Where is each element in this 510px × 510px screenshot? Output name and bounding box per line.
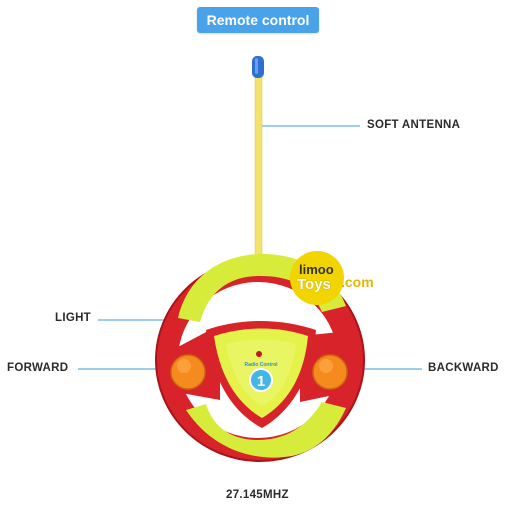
number-emblem bbox=[249, 368, 273, 392]
forward-label: FORWARD bbox=[7, 362, 69, 374]
center-number: 1 bbox=[257, 373, 265, 390]
forward-button bbox=[170, 354, 206, 390]
antenna-rod bbox=[254, 71, 263, 273]
brand-name-line1: limoo bbox=[299, 262, 334, 277]
brand-logo-circle bbox=[290, 251, 344, 305]
light-label: LIGHT bbox=[55, 312, 91, 324]
frequency-label: 27.145MHZ bbox=[226, 489, 289, 501]
title-badge: Remote control bbox=[197, 7, 319, 33]
center-panel-text: Radio Control bbox=[244, 362, 278, 368]
light-indicator bbox=[256, 351, 262, 357]
backward-label: BACKWARD bbox=[428, 362, 499, 374]
backward-button bbox=[312, 354, 348, 390]
brand-name-line2: Toys bbox=[297, 276, 331, 293]
antenna-label: SOFT ANTENNA bbox=[367, 119, 461, 131]
wheel-bottom-band bbox=[186, 402, 346, 458]
brand-suffix: .com bbox=[341, 274, 374, 290]
